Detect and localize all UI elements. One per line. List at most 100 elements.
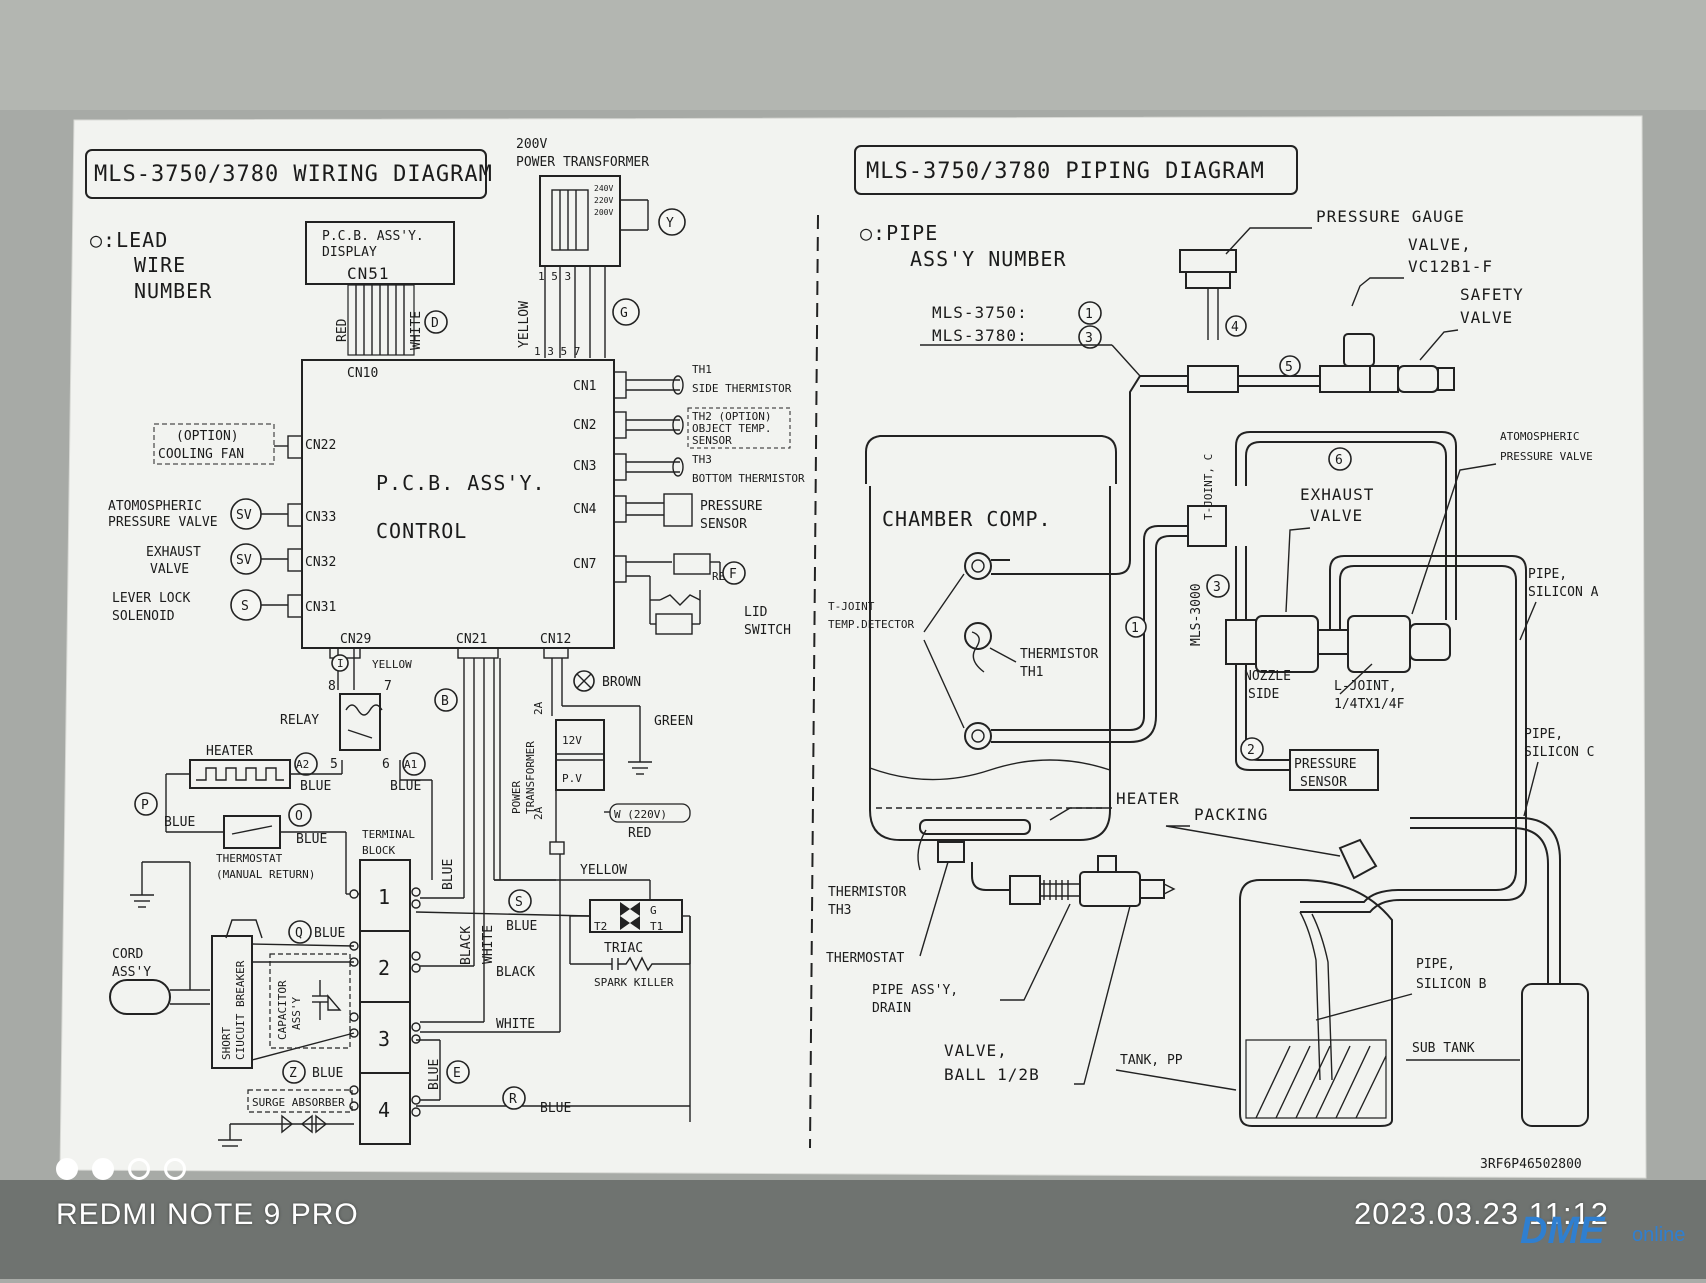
- wire-white-tb3: WHITE: [496, 1017, 535, 1032]
- spark-killer: SPARK KILLER: [594, 976, 674, 989]
- pipe-drain-2: DRAIN: [872, 1001, 911, 1016]
- control-label-1: P.C.B. ASS'Y.: [376, 471, 546, 495]
- pressure-sensor: [1289, 749, 1379, 791]
- pressure-sensor-label-2: SENSOR: [1300, 775, 1347, 790]
- capacitor-1: CAPACITOR: [276, 980, 289, 1040]
- heater-label: HEATER: [206, 744, 253, 759]
- pipe-silicon-a-2: SILICON A: [1528, 585, 1599, 600]
- wire-id-e: E: [453, 1066, 461, 1081]
- cooling-fan-2: COOLING FAN: [158, 447, 244, 462]
- pipe-id-1: 1: [1131, 621, 1139, 636]
- exhaust-valve-1: EXHAUST: [146, 545, 201, 560]
- pipe-silicon-b-1: PIPE,: [1416, 957, 1455, 972]
- wire-black-tb2: BLACK: [496, 965, 535, 980]
- valve-ball-2: BALL 1/2B: [944, 1065, 1040, 1084]
- triac-t2: T2: [594, 920, 607, 933]
- pipe-id-2: 2: [1247, 743, 1255, 758]
- wire-blue-cn21: BLUE: [441, 859, 456, 890]
- timestamp-watermark: 2023.03.23 11:12: [1354, 1196, 1610, 1231]
- valve-vc-2: VC12B1-F: [1408, 257, 1493, 276]
- th2-label: TH2 (OPTION): [692, 410, 771, 423]
- cord-2: ASS'Y: [112, 965, 151, 980]
- triac-g: G: [650, 904, 657, 917]
- capacitor-2: ASS'Y: [290, 997, 303, 1030]
- camera-mode-dots: [56, 1158, 200, 1184]
- breaker-2: CIUCUIT BREAKER: [234, 960, 247, 1060]
- cn29: CN29: [340, 632, 371, 647]
- valve-vc12b1: [1343, 333, 1375, 367]
- wire-id-i: I: [337, 657, 344, 670]
- cn10: CN10: [347, 366, 378, 381]
- nozzle-side-2: SIDE: [1248, 687, 1279, 702]
- capacitor-assy: [269, 953, 351, 1049]
- atmo-valve-1: ATOMOSPHERIC: [108, 499, 202, 514]
- lid-switch-2: SWITCH: [744, 623, 791, 638]
- cn31: CN31: [305, 600, 336, 615]
- th2-desc-2: SENSOR: [692, 434, 732, 447]
- cooling-fan-1: (OPTION): [176, 429, 239, 444]
- atmo-valve-label-1: ATOMOSPHERIC: [1500, 430, 1579, 443]
- cooling-fan-box: [153, 423, 275, 465]
- cn21: CN21: [456, 632, 487, 647]
- display-board: [305, 221, 455, 285]
- tb-3: 3: [378, 1027, 391, 1051]
- wire-id-o: O: [295, 809, 303, 824]
- wire-red-display: RED: [335, 318, 350, 342]
- logo-small-text: online: [1632, 1224, 1686, 1246]
- wire-id-b: B: [441, 694, 449, 709]
- wire-id-d: D: [431, 316, 439, 331]
- wire-blue-s: BLUE: [506, 919, 537, 934]
- power-transformer-2: TRANSFORMER: [524, 741, 537, 814]
- pins-top: 1 5 3: [538, 270, 571, 283]
- chamber: [869, 486, 1111, 841]
- piping-title-box: [854, 145, 1298, 195]
- transformer-top-1: 200V: [516, 137, 547, 152]
- t-joint-c-fitting: [1187, 505, 1227, 547]
- wire-yellow-triac: YELLOW: [580, 863, 627, 878]
- wire-id-z: Z: [289, 1066, 297, 1081]
- lever-lock-2: SOLENOID: [112, 609, 175, 624]
- center-divider: [809, 214, 819, 1149]
- tap-220: 220V: [594, 196, 613, 205]
- cord-1: CORD: [112, 947, 143, 962]
- tb-4: 4: [378, 1098, 391, 1122]
- display-label-2: DISPLAY: [322, 245, 377, 260]
- doc-number: 3RF6P46502800: [1480, 1157, 1582, 1172]
- wire-id-a1: A1: [404, 758, 417, 771]
- wire-id-s: S: [515, 895, 523, 910]
- cn33: CN33: [305, 510, 336, 525]
- wire-brown: BROWN: [602, 675, 641, 690]
- wire-white-cn21: WHITE: [481, 925, 496, 964]
- tank-pp: [1239, 879, 1393, 1127]
- wire-blue-thermostat: BLUE: [296, 832, 327, 847]
- th1-desc: SIDE THERMISTOR: [692, 382, 792, 395]
- mls3000-label: MLS-3000: [1189, 583, 1204, 646]
- th3-desc: BOTTOM THERMISTOR: [692, 472, 805, 485]
- model-3780: MLS-3780:: [932, 326, 1028, 345]
- cn7: CN7: [573, 557, 596, 572]
- packing: [1338, 838, 1378, 880]
- pipe-silicon-c-1: PIPE,: [1524, 727, 1563, 742]
- piping-diagram: MLS-3750/3780 PIPING DIAGRAM ○:PIPE ASS'…: [826, 145, 1599, 1172]
- sub-tank: [1521, 983, 1589, 1127]
- wire-green: GREEN: [654, 714, 693, 729]
- packing-label: PACKING: [1194, 805, 1268, 824]
- atmo-valve-label-2: PRESSURE VALVE: [1500, 450, 1593, 463]
- t-joint-top: [1187, 365, 1239, 393]
- pipe-id-4: 4: [1231, 320, 1239, 335]
- model-3750: MLS-3750:: [932, 303, 1028, 322]
- relay-pin-8: 8: [328, 679, 336, 694]
- piping-title: MLS-3750/3780 PIPING DIAGRAM: [866, 159, 1265, 184]
- l-joint: [1409, 623, 1451, 661]
- wire-blue-heater: BLUE: [164, 815, 195, 830]
- tb-1: 1: [378, 885, 391, 909]
- nozzle-side-1: NOZZLE: [1244, 669, 1291, 684]
- wire-blue-q: BLUE: [314, 926, 345, 941]
- pressure-sensor-1: PRESSURE: [700, 499, 763, 514]
- transformer-top: [539, 175, 621, 267]
- piping-legend-1: ○:PIPE: [860, 221, 938, 245]
- dme-online-logo: DME online: [1520, 1210, 1706, 1272]
- wiring-legend-2: WIRE: [134, 253, 186, 277]
- exhaust-valve-2: VALVE: [150, 562, 189, 577]
